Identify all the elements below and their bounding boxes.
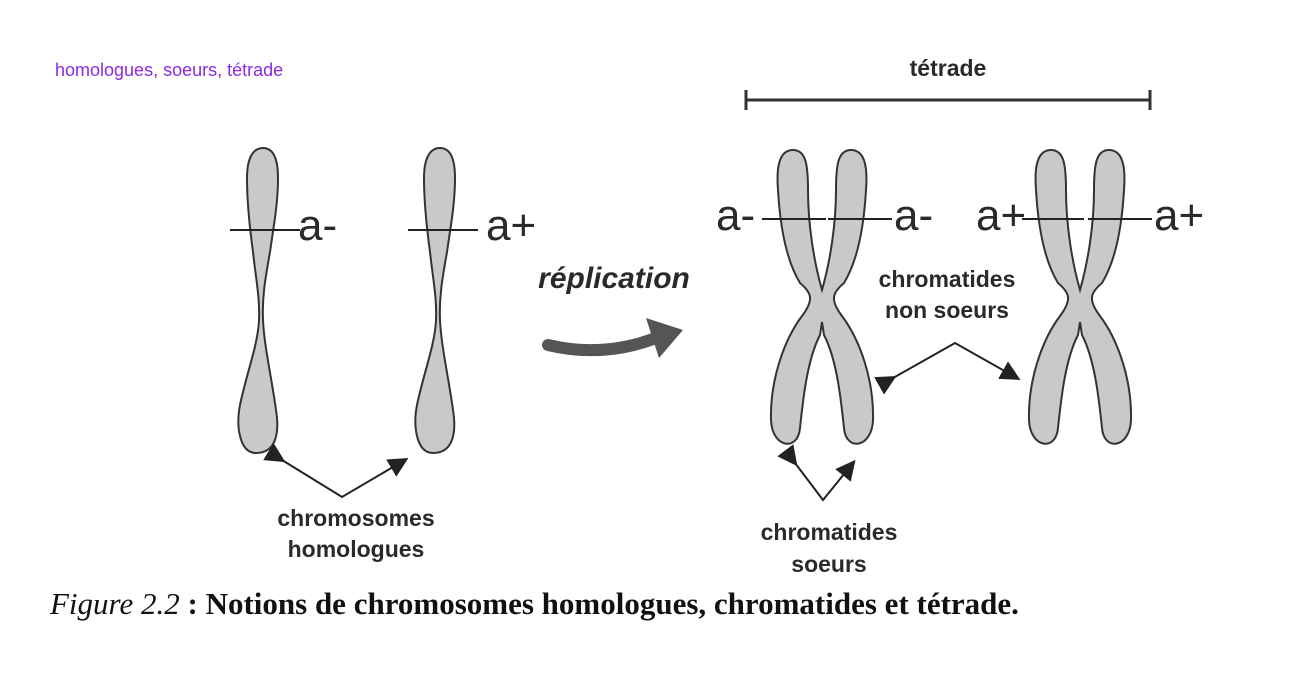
replication-arrow bbox=[542, 328, 671, 357]
gene-label-a-plus: a+ bbox=[1154, 191, 1204, 240]
homologous-arrows bbox=[263, 443, 409, 499]
replication-arrowhead bbox=[646, 318, 683, 358]
nonsister-arrows bbox=[874, 341, 1021, 395]
sister-label-line1: chromatides bbox=[761, 519, 898, 545]
replicated-chromosome-2 bbox=[1027, 148, 1133, 445]
homolog-chromosome-2 bbox=[414, 146, 457, 455]
gene-label-a-minus: a- bbox=[716, 191, 755, 240]
tetrade-label: tétrade bbox=[910, 55, 987, 81]
sister-label-line2: soeurs bbox=[791, 551, 866, 577]
figure-caption: Figure 2.2 : Notions de chromosomes homo… bbox=[50, 586, 1019, 622]
homologous-label-line2: homologues bbox=[288, 536, 425, 562]
figure-separator: : bbox=[179, 586, 206, 621]
nonsister-label-line2: non soeurs bbox=[885, 297, 1009, 323]
nonsister-label-line1: chromatides bbox=[879, 266, 1016, 292]
replication-label: réplication bbox=[538, 262, 690, 295]
page-label: homologues, soeurs, tétrade bbox=[55, 60, 284, 80]
figure-number: Figure 2.2 bbox=[50, 586, 180, 621]
gene-label-a-minus: a- bbox=[298, 201, 337, 250]
gene-label-a-plus: a+ bbox=[976, 191, 1026, 240]
homologous-label-line1: chromosomes bbox=[277, 505, 434, 531]
gene-label-a-minus: a- bbox=[894, 191, 933, 240]
replicated-chromosome-1 bbox=[769, 148, 875, 445]
sister-arrows bbox=[777, 444, 856, 502]
gene-label-a-plus: a+ bbox=[486, 201, 536, 250]
figure-caption-text: Notions de chromosomes homologues, chrom… bbox=[205, 586, 1019, 621]
homolog-chromosome-1 bbox=[237, 146, 280, 455]
